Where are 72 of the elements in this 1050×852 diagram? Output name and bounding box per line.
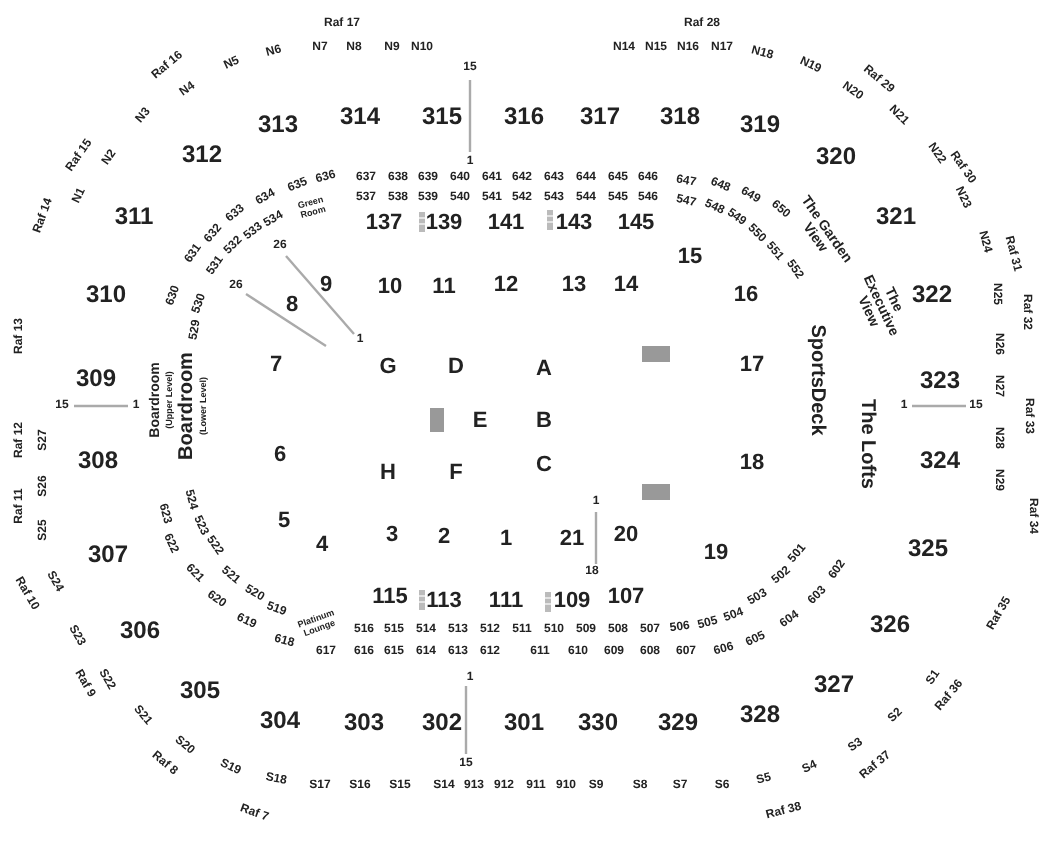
section-number: 325 (907, 536, 949, 560)
section-number: 301 (503, 710, 545, 734)
section-number: 141 (487, 213, 525, 235)
section-number: E (472, 411, 488, 433)
section-number: 8 (285, 295, 299, 317)
area-label: The Lofts (856, 399, 876, 489)
section-number: 137 (365, 213, 403, 235)
section-number: 18 (739, 453, 765, 475)
section-number: 310 (85, 282, 127, 306)
section-number: 7 (269, 355, 283, 377)
section-number: 313 (257, 112, 299, 136)
section-number: 115 (372, 587, 408, 609)
section-number: 302 (421, 710, 463, 734)
section-number: 9 (319, 275, 333, 297)
section-number: 14 (613, 275, 639, 297)
section-number: 320 (815, 144, 857, 168)
section-number: 308 (77, 448, 119, 472)
section-number: 322 (911, 282, 953, 306)
section-number: G (379, 357, 397, 379)
section-number: A (536, 359, 552, 381)
section-number: 304 (259, 708, 301, 732)
section-number: 330 (577, 710, 619, 734)
section-number: 309 (75, 366, 117, 390)
section-number: 312 (181, 142, 223, 166)
section-number: 5 (277, 511, 291, 533)
section-number: 323 (919, 368, 961, 392)
section-number: 327 (813, 672, 855, 696)
section-number: 319 (739, 112, 781, 136)
section-number: 1 (499, 529, 513, 551)
section-number: 11 (432, 277, 456, 299)
section-number: 307 (87, 542, 129, 566)
section-number: 6 (273, 445, 287, 467)
section-number: D (448, 357, 464, 379)
section-number: 317 (579, 104, 621, 128)
section-number: 315 (421, 104, 463, 128)
section-number: 10 (377, 277, 403, 299)
section-number: 111 (488, 591, 524, 613)
section-number: 316 (503, 104, 545, 128)
section-number: 145 (617, 213, 655, 235)
section-number: 13 (561, 275, 587, 297)
section-number: 4 (315, 535, 329, 557)
section-number: 20 (613, 525, 639, 547)
section-number: 16 (733, 285, 759, 307)
section-number: 314 (339, 104, 381, 128)
section-number: 321 (875, 204, 917, 228)
section-number: 109 (553, 591, 591, 613)
section-number: 328 (739, 702, 781, 726)
section-number: 21 (559, 529, 585, 551)
section-number: B (536, 411, 552, 433)
section-number: 324 (919, 448, 961, 472)
section-number: 311 (114, 204, 154, 228)
section-number: 326 (869, 612, 911, 636)
section-number: 2 (437, 527, 451, 549)
section-number: F (449, 463, 463, 485)
section-number: 113 (426, 591, 462, 613)
area-label: SportsDeck (806, 324, 826, 436)
section-number: 19 (703, 543, 729, 565)
section-number: 329 (657, 710, 699, 734)
section-number: 318 (659, 104, 701, 128)
section-number: 15 (677, 247, 703, 269)
section-number: H (380, 463, 396, 485)
section-number: 12 (493, 275, 519, 297)
section-number: 3 (385, 525, 399, 547)
section-number: 139 (425, 213, 463, 235)
section-number: 17 (739, 355, 765, 377)
section-number: 306 (119, 618, 161, 642)
section-number: 143 (555, 213, 593, 235)
section-number: C (536, 455, 552, 477)
section-number: 303 (343, 710, 385, 734)
section-number: 107 (607, 587, 645, 609)
section-number: 305 (179, 678, 221, 702)
area-label: Boardroom (178, 352, 198, 460)
